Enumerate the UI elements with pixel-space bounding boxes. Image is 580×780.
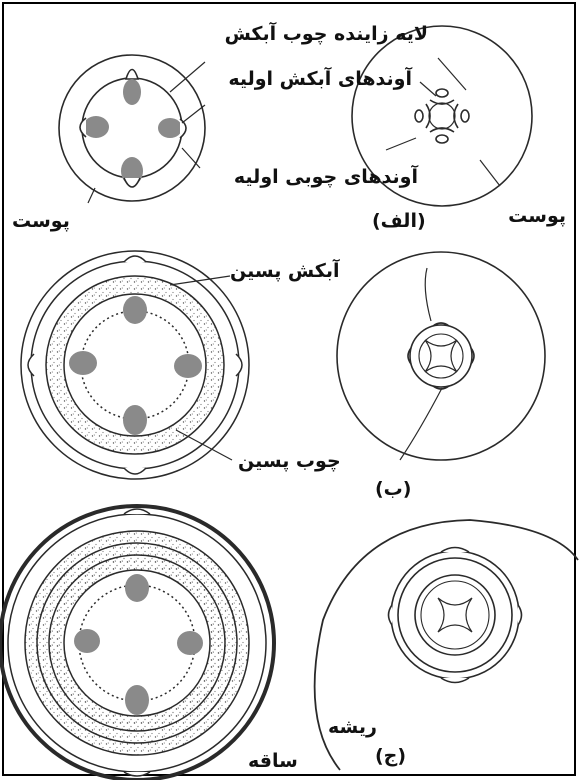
root-secondary-early-diagram: [337, 252, 545, 460]
label-secondary-xylem: چوب پسین: [238, 452, 341, 471]
label-root: ریشه: [328, 718, 377, 737]
label-secondary-phloem: آبکش پسین: [230, 262, 340, 281]
label-panel-a: (الف): [372, 212, 426, 231]
stem-primary-diagram: [59, 55, 205, 203]
stem-a-vascular-bundles: [80, 70, 186, 188]
label-panel-c: (ج): [375, 747, 406, 766]
label-cortex-right: پوست: [508, 207, 566, 226]
stem-secondary-early-diagram: [21, 251, 249, 479]
label-cambium: لایه زاینده چوب آبکش: [225, 25, 428, 44]
stem-secondary-late-diagram: [0, 506, 274, 780]
label-stem: ساقه: [248, 752, 298, 771]
label-primary-xylem: آوندهای چوبی اولیه: [234, 168, 418, 187]
label-cortex-left: پوست: [12, 212, 70, 231]
label-primary-phloem: آوندهای آبکش اولیه: [228, 70, 412, 89]
label-panel-b: (ب): [375, 480, 411, 499]
